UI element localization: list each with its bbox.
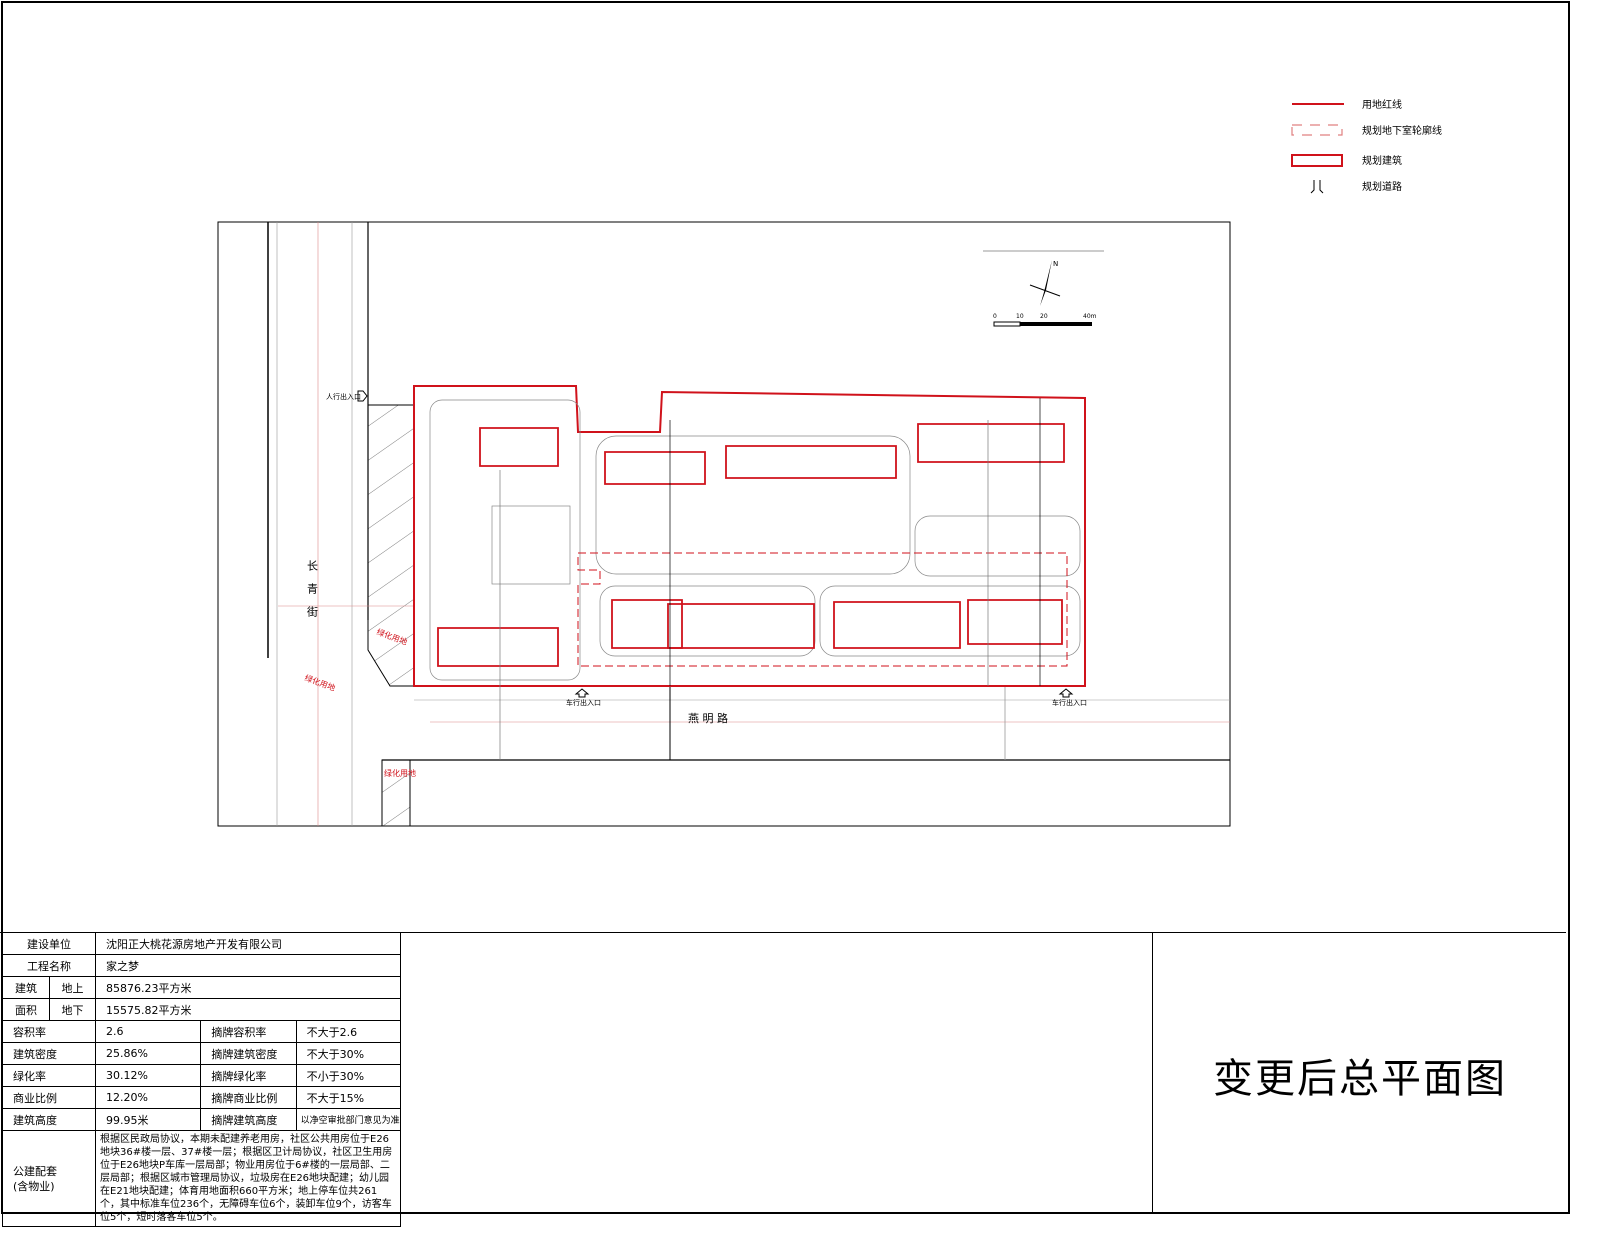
site-boundary [413, 385, 1086, 687]
north-arrow-icon: N [1029, 260, 1061, 306]
table-cell: 99.95米 [94, 1108, 202, 1131]
table-cell: 建筑高度 [2, 1108, 96, 1131]
table-cell: 85876.23平方米 [95, 976, 401, 999]
pedestrian-entrance-label: 人行出入口 [326, 392, 361, 401]
table-cell: 面积 [2, 998, 50, 1021]
table-cell: 摘牌建筑高度 [200, 1108, 297, 1131]
grid-lines [499, 398, 1041, 760]
arrow-icon [357, 390, 368, 402]
buildings [437, 423, 1065, 667]
svg-text:N: N [1053, 260, 1058, 268]
drawing-title: 变更后总平面图 [1213, 1056, 1507, 1102]
road-west [267, 222, 369, 826]
table-cell: 不大于30% [295, 1042, 402, 1065]
table-cell: 不小于30% [295, 1064, 402, 1087]
table-cell: 建设单位 [2, 932, 96, 955]
table-cell: 地下 [49, 998, 96, 1021]
road-south-label: 燕 明 路 [688, 712, 728, 725]
arrow-up-icon [574, 688, 590, 698]
table-cell: 以净空审批部门意见为准 [295, 1108, 402, 1131]
vehicle-entrance-label: 车行出入口 [1052, 698, 1087, 707]
divider [1152, 933, 1153, 1213]
internal-roads [429, 399, 1081, 681]
table-cell: 公建配套(含物业) [2, 1130, 96, 1227]
svg-text:40m: 40m [1083, 313, 1097, 320]
table-cell: 绿化率 [2, 1064, 96, 1087]
scale-bar: 0 10 20 40m [993, 313, 1097, 327]
table-cell: 15575.82平方米 [95, 998, 401, 1021]
table-cell: 沈阳正大桃花源房地产开发有限公司 [95, 932, 401, 955]
table-cell: 12.20% [94, 1086, 202, 1109]
drawing-frame [1, 1, 1570, 1214]
table-cell: 建筑 [2, 976, 50, 999]
legend-item: 规划地下室轮廓线 [1290, 122, 1490, 142]
table-cell: 家之梦 [95, 954, 401, 977]
dashed-red-rect-icon [1291, 124, 1343, 136]
road-west-label: 长青街 [306, 560, 319, 629]
arrow-up-icon [1058, 688, 1074, 698]
legend-item: 规划道路 [1290, 178, 1490, 198]
road-south [278, 605, 1230, 761]
table-cell: 不大于15% [295, 1086, 402, 1109]
green-strip-west [367, 404, 415, 687]
table-cell: 摘牌建筑密度 [200, 1042, 297, 1065]
table-cell: 30.12% [94, 1064, 202, 1087]
vehicle-entrance-label: 车行出入口 [566, 698, 601, 707]
solid-red-line-icon [1292, 103, 1344, 105]
table-cell: 25.86% [94, 1042, 202, 1065]
public-facilities-row: 公建配套(含物业) 根据区民政局协议，本期未配建养老用房，社区公共用房位于E26… [2, 1130, 401, 1227]
svg-text:0: 0 [993, 313, 997, 320]
table-cell: 摘牌绿化率 [200, 1064, 297, 1087]
svg-text:10: 10 [1016, 313, 1024, 320]
legend-item: 规划建筑 [1290, 152, 1490, 172]
svg-text:20: 20 [1040, 313, 1048, 320]
table-cell: 根据区民政局协议，本期未配建养老用房，社区公共用房位于E26地块36#楼一层、3… [95, 1130, 401, 1227]
title-block [0, 932, 1566, 1213]
table-cell: 商业比例 [2, 1086, 96, 1109]
green-land-label: 绿化用地 [384, 768, 416, 778]
red-rect-icon [1291, 154, 1343, 167]
legend-item: 用地红线 [1290, 96, 1490, 116]
site-plan: 长青街 燕 明 路 人行出入口 车行出入口 车行出入口 绿化用地 绿化用地 绿化… [217, 221, 1231, 827]
table-cell: 建筑密度 [2, 1042, 96, 1065]
plan-frame [217, 221, 1231, 827]
table-cell: 2.6 [94, 1020, 202, 1043]
table-cell: 工程名称 [2, 954, 96, 977]
road-curb-icon [1310, 180, 1324, 194]
table-cell: 容积率 [2, 1020, 96, 1043]
table-cell: 摘牌商业比例 [200, 1086, 297, 1109]
table-cell: 不大于2.6 [295, 1020, 402, 1043]
table-cell: 地上 [49, 976, 96, 999]
green-land-label: 绿化用地 [303, 672, 336, 692]
table-cell: 摘牌容积率 [200, 1020, 297, 1043]
